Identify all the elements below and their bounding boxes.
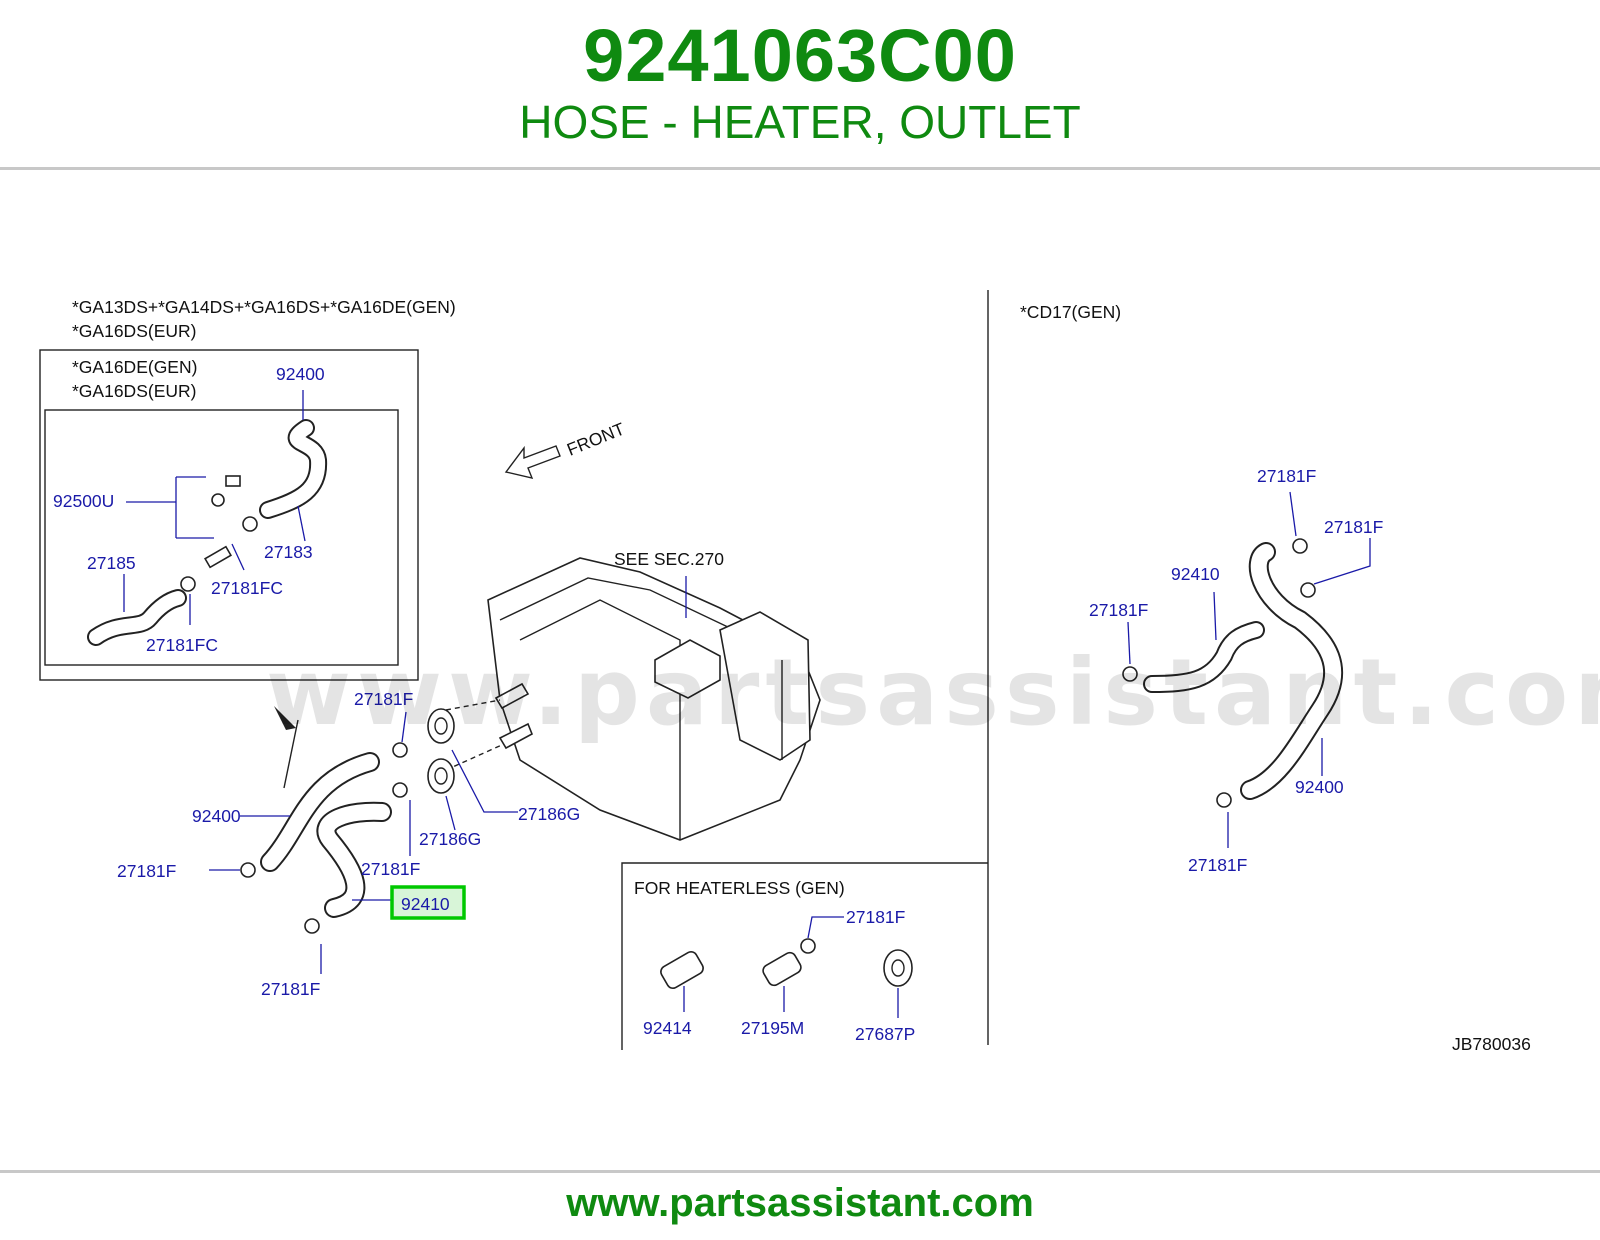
inset-codes-line2: *GA16DS(EUR) [72, 381, 196, 401]
engine-codes-line2: *GA16DS(EUR) [72, 321, 196, 341]
callout-inset-92500U[interactable]: 92500U [53, 491, 114, 511]
callout-cd17-27181F-bottom[interactable]: 27181F [1188, 855, 1247, 875]
clamp-group-cd17 [1122, 538, 1316, 808]
pointer-arrow [283, 719, 299, 789]
footer-site-url[interactable]: www.partsassistant.com [566, 1181, 1034, 1225]
engine-inset-frame-outer [39, 349, 419, 681]
callout-inset-27181FC-b[interactable]: 27181FC [146, 635, 218, 655]
callout-cd17-27181F-top[interactable]: 27181F [1257, 466, 1316, 486]
grommet-27186g-a [427, 708, 455, 744]
highlight-box [390, 885, 466, 920]
footer-divider [0, 1170, 1600, 1173]
heaterless-parts [660, 938, 913, 989]
heaterless-section-title: FOR HEATERLESS (GEN) [634, 878, 845, 898]
engine-inset-frame-inner [44, 409, 399, 666]
callout-hl-92414[interactable]: 92414 [643, 1018, 692, 1038]
front-label: FRONT [564, 418, 628, 459]
callout-main-27181F-top[interactable]: 27181F [354, 689, 413, 709]
callout-main-27186G-b[interactable]: 27186G [419, 829, 481, 849]
clamp-group-main [240, 742, 408, 934]
callout-main-92400[interactable]: 92400 [192, 806, 241, 826]
callout-hl-27195M[interactable]: 27195M [741, 1018, 804, 1038]
inset-codes-line1: *GA16DE(GEN) [72, 357, 197, 377]
callout-main-27181F-left[interactable]: 27181F [117, 861, 176, 881]
engine-codes-line1: *GA13DS+*GA14DS+*GA16DS+*GA16DE(GEN) [72, 297, 456, 317]
heater-unit-drawing [445, 557, 821, 841]
diagram-code: JB780036 [1452, 1034, 1531, 1054]
callout-hl-27687P[interactable]: 27687P [855, 1024, 915, 1044]
watermark: www.partsassistant.com [266, 639, 1600, 746]
callout-cd17-27181F-left[interactable]: 27181F [1089, 600, 1148, 620]
leader-lines [123, 390, 1371, 1018]
callout-cd17-92400[interactable]: 92400 [1295, 777, 1344, 797]
see-section-label: SEE SEC.270 [614, 549, 724, 569]
callout-cd17-27181F-right[interactable]: 27181F [1324, 517, 1383, 537]
highlighted-part-92410[interactable]: 92410 [390, 885, 466, 920]
callout-cd17-92410[interactable]: 92410 [1171, 564, 1220, 584]
callout-main-27181F-bottom[interactable]: 27181F [261, 979, 320, 999]
cd17-section-title: *CD17(GEN) [1020, 302, 1121, 322]
callout-main-27181F-mid[interactable]: 27181F [361, 859, 420, 879]
pointer-arrowhead [274, 706, 296, 730]
part-number-title: 9241063C00 [583, 14, 1017, 97]
heaterless-frame [621, 862, 988, 1050]
front-direction-arrow: FRONT [504, 418, 628, 479]
header-divider [0, 167, 1600, 170]
callout-inset-27183[interactable]: 27183 [264, 542, 313, 562]
callout-hl-27181F[interactable]: 27181F [846, 907, 905, 927]
callout-inset-92400[interactable]: 92400 [276, 364, 325, 384]
callout-inset-27181FC-a[interactable]: 27181FC [211, 578, 283, 598]
grommet-27186g-b [427, 758, 455, 794]
callout-main-27186G-a[interactable]: 27186G [518, 804, 580, 824]
callout-inset-27185[interactable]: 27185 [87, 553, 136, 573]
callout-main-92410-highlight[interactable]: 92410 [401, 894, 450, 914]
clamp-group-inset [175, 475, 258, 592]
part-description: HOSE - HEATER, OUTLET [519, 96, 1081, 148]
